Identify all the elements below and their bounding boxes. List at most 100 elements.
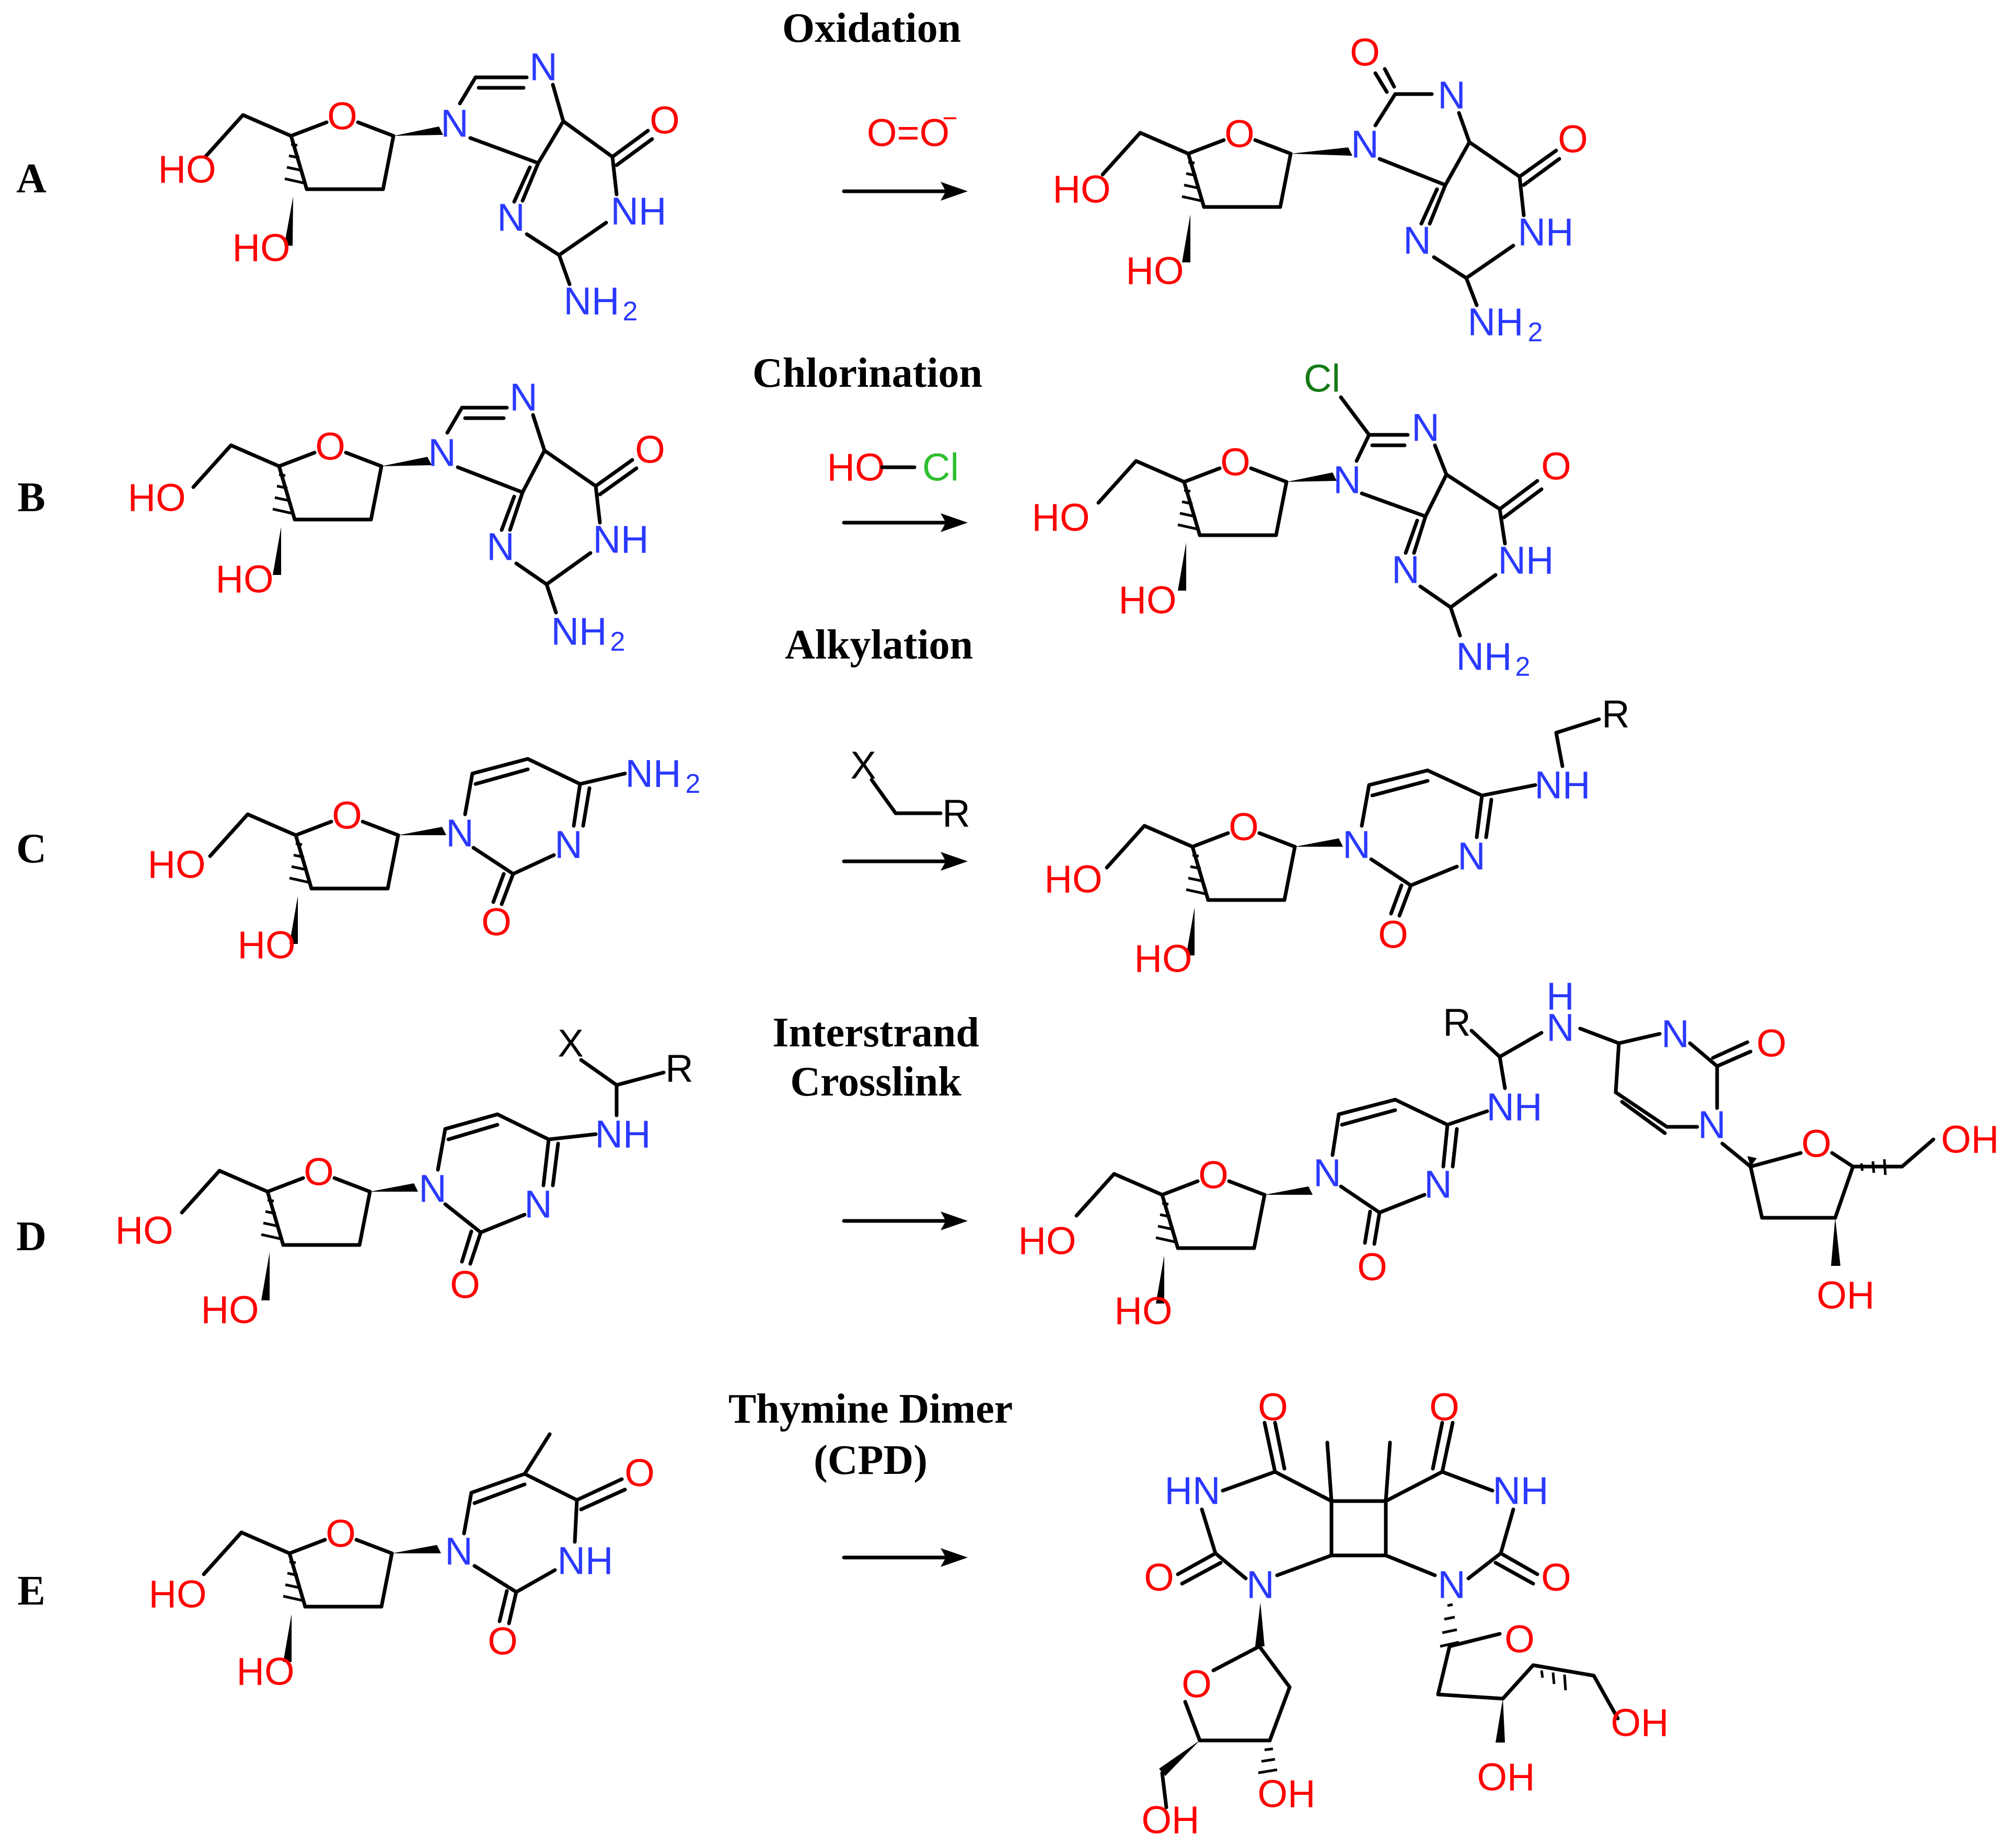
svg-text:NH: NH	[1518, 211, 1574, 254]
a-reactant-deoxyguanosine: O HO HO N N N NH O NH 2	[158, 45, 680, 327]
svg-text:HO: HO	[115, 1209, 173, 1252]
svg-text:N: N	[441, 102, 468, 145]
svg-text:HO: HO	[238, 924, 296, 967]
svg-text:N: N	[446, 812, 473, 855]
svg-text:NH: NH	[595, 1113, 651, 1156]
svg-text:R: R	[1443, 1001, 1470, 1044]
svg-text:O: O	[1429, 1386, 1459, 1429]
svg-text:O: O	[304, 1150, 334, 1194]
svg-text:R: R	[1602, 693, 1629, 736]
c-reactant-deoxycytidine: O HO HO N N O NH 2	[148, 752, 701, 967]
svg-text:N: N	[419, 1167, 446, 1210]
title-interstrand: Interstrand	[772, 1010, 979, 1056]
svg-text:N: N	[1246, 1563, 1274, 1607]
row-label-e: E	[17, 1568, 45, 1614]
row-label-d: D	[16, 1214, 47, 1260]
svg-text:HO: HO	[201, 1288, 259, 1332]
title-cpd: (CPD)	[814, 1437, 928, 1483]
title-thymine-dimer: Thymine Dimer	[728, 1386, 1013, 1432]
svg-text:OH: OH	[1142, 1798, 1200, 1834]
svg-text:N: N	[524, 1183, 552, 1226]
svg-text:N: N	[1424, 1163, 1452, 1206]
svg-text:O: O	[450, 1263, 480, 1307]
svg-text:N: N	[1313, 1151, 1341, 1195]
svg-text:HO: HO	[128, 476, 186, 520]
svg-text:O: O	[1541, 445, 1571, 488]
svg-text:HO: HO	[1018, 1219, 1076, 1263]
svg-text:OH: OH	[1941, 1118, 1999, 1161]
svg-text:N: N	[497, 196, 525, 239]
svg-text:2: 2	[686, 769, 701, 799]
reagent-hypochlorous-acid: HO Cl	[827, 446, 959, 489]
svg-text:O: O	[1144, 1556, 1174, 1599]
svg-text:NH: NH	[1535, 764, 1591, 807]
svg-text:NH: NH	[1468, 301, 1524, 344]
svg-text:O: O	[1357, 1245, 1387, 1289]
svg-text:N: N	[509, 376, 537, 419]
svg-text:NH: NH	[1456, 635, 1512, 678]
svg-text:O: O	[488, 1620, 518, 1663]
c-product-n4-alkyl-deoxycytidine: O HO HO N N O NH R	[1045, 693, 1630, 981]
e-product-cyclobutane-pyrimidine-dimer: O HN O N O NH O N O OH	[1142, 1386, 1669, 1834]
svg-text:OH: OH	[1477, 1756, 1535, 1799]
reagent-superoxide: O=O −	[867, 103, 958, 155]
svg-text:R: R	[942, 792, 970, 835]
svg-text:N: N	[486, 525, 514, 569]
svg-text:O: O	[1801, 1122, 1832, 1166]
b-reactant-deoxyguanosine: O HO HO N N N NH O NH 2	[128, 376, 665, 658]
svg-text:O: O	[326, 1512, 356, 1555]
svg-text:N: N	[445, 1530, 472, 1573]
svg-text:O: O	[1258, 1386, 1288, 1429]
svg-text:2: 2	[1528, 317, 1543, 348]
row-label-b: B	[17, 475, 45, 521]
a-product-8-oxo-deoxyguanosine: O HO HO O N N N NH O NH 2	[1053, 0, 1588, 348]
svg-text:N: N	[1661, 1012, 1689, 1056]
svg-text:N: N	[1411, 406, 1439, 449]
b-product-8-chloro-deoxyguanosine: O HO HO Cl N N N NH O NH 2	[1032, 357, 1571, 683]
svg-text:NH: NH	[1487, 1086, 1543, 1129]
svg-text:HO: HO	[1134, 937, 1192, 981]
row-label-a: A	[16, 156, 47, 202]
row-label-c: C	[16, 826, 47, 872]
svg-text:HN: HN	[1165, 1469, 1221, 1513]
title-alkylation: Alkylation	[785, 622, 973, 668]
d-product-interstrand-crosslink: O HO HO N N O NH R H N N O N	[1018, 975, 1999, 1333]
svg-text:HO: HO	[158, 148, 216, 191]
svg-text:N: N	[1392, 548, 1419, 592]
svg-text:HO: HO	[1115, 1289, 1173, 1333]
svg-text:O: O	[1541, 1556, 1571, 1599]
svg-text:O: O	[1756, 1022, 1787, 1065]
svg-text:N: N	[529, 45, 557, 89]
svg-text:HO: HO	[1053, 168, 1111, 211]
svg-text:NH: NH	[1493, 1469, 1549, 1513]
svg-text:NH: NH	[564, 280, 620, 323]
svg-text:O: O	[327, 95, 357, 138]
svg-text:2: 2	[1515, 652, 1531, 682]
svg-text:N: N	[1333, 458, 1361, 502]
svg-text:NH: NH	[611, 190, 667, 233]
svg-text:NH: NH	[1498, 539, 1554, 582]
svg-text:N: N	[1438, 1563, 1465, 1607]
svg-text:HO: HO	[216, 558, 274, 601]
svg-text:H: H	[1546, 975, 1574, 1018]
svg-text:R: R	[665, 1047, 693, 1090]
svg-text:O: O	[1220, 441, 1250, 484]
svg-text:2: 2	[610, 627, 625, 657]
svg-text:O: O	[650, 99, 680, 142]
svg-text:O=O: O=O	[867, 111, 949, 155]
svg-text:N: N	[1438, 74, 1465, 117]
svg-text:N: N	[1342, 823, 1370, 867]
svg-text:O: O	[624, 1451, 655, 1495]
svg-text:HO: HO	[1119, 579, 1177, 622]
svg-text:Cl: Cl	[1304, 357, 1340, 400]
svg-text:X: X	[558, 1022, 583, 1065]
svg-text:HO: HO	[237, 1650, 295, 1693]
title-chlorination: Chlorination	[752, 350, 982, 396]
svg-text:HO: HO	[233, 226, 291, 270]
svg-text:HO: HO	[148, 843, 206, 886]
svg-text:N: N	[554, 823, 582, 867]
svg-text:O: O	[635, 428, 665, 471]
svg-text:HO: HO	[1045, 858, 1103, 901]
